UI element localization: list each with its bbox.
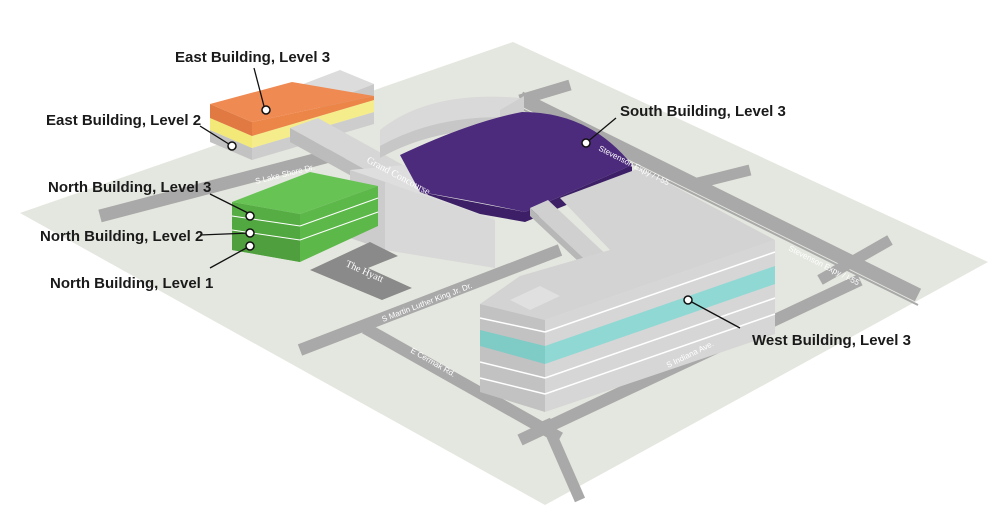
marker-north-l2[interactable]: [245, 228, 255, 238]
east-level-3[interactable]: [210, 82, 374, 122]
marker-north-l3[interactable]: [245, 211, 255, 221]
callout-east-level-3: East Building, Level 3: [175, 49, 330, 66]
callout-east-level-2: East Building, Level 2: [46, 112, 201, 129]
road-cross-east: [688, 164, 752, 191]
callout-north-level-3: North Building, Level 3: [48, 179, 211, 196]
road-lake-shore: [98, 141, 362, 223]
marker-east-l2[interactable]: [227, 141, 237, 151]
north-building: [231, 172, 379, 262]
marker-east-l3[interactable]: [261, 105, 271, 115]
south-level-3[interactable]: [400, 112, 632, 212]
callout-west-level-3: West Building, Level 3: [752, 332, 911, 349]
marker-north-l1[interactable]: [245, 241, 255, 251]
road-cermak: [362, 322, 563, 444]
marker-south-l3[interactable]: [581, 138, 591, 148]
road-cross-ne: [817, 235, 893, 285]
road-mlk: [297, 244, 563, 356]
callout-markers: [199, 67, 741, 329]
north-level-3[interactable]: [232, 172, 378, 214]
west-building: [479, 168, 776, 412]
hyatt-building: [310, 242, 412, 300]
south-building: [380, 96, 632, 276]
marker-west-l3[interactable]: [683, 295, 693, 305]
road-cross-top: [518, 79, 572, 106]
callout-north-level-2: North Building, Level 2: [40, 228, 203, 245]
callout-south-level-3: South Building, Level 3: [620, 103, 786, 120]
road-cross-south: [539, 417, 586, 503]
callout-north-level-1: North Building, Level 1: [50, 275, 213, 292]
